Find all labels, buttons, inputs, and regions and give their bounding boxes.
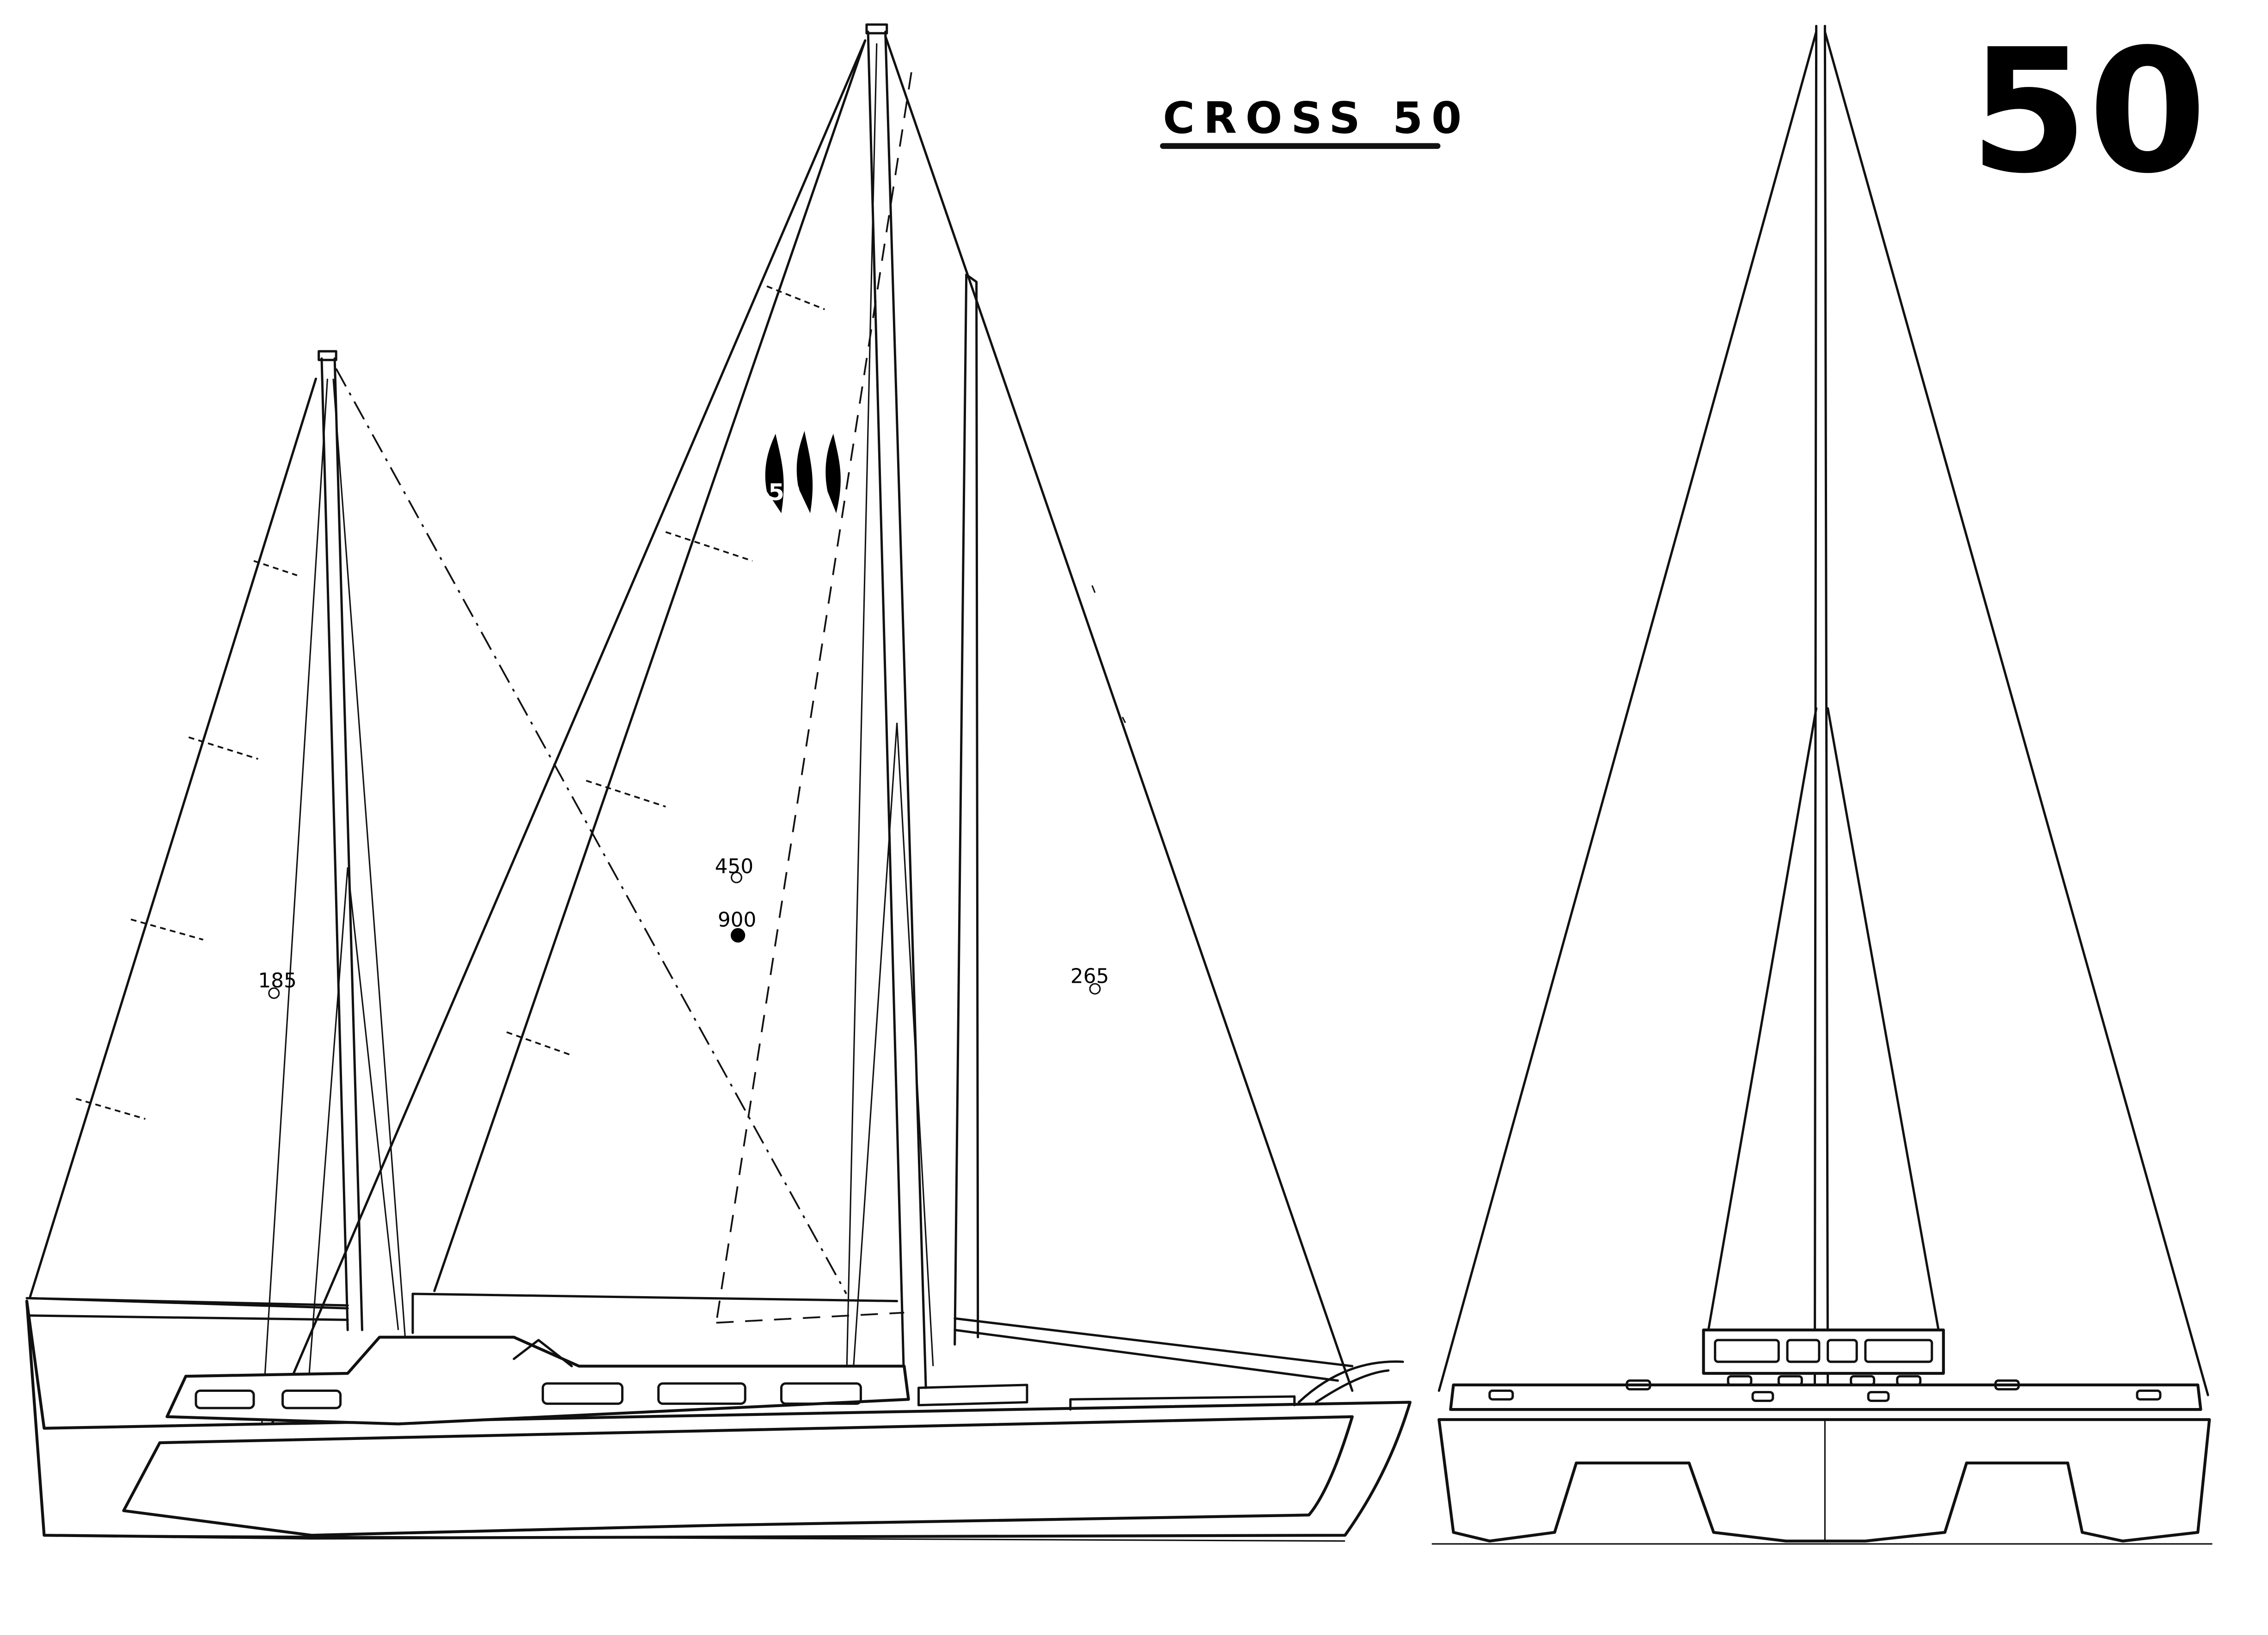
- main-centroid: [1089, 983, 1101, 995]
- side-view: 50 185 450 900 265: [25, 23, 1412, 1542]
- genoa-luff: [433, 39, 867, 1292]
- mainsail-leech: [954, 273, 968, 1346]
- hatch: [513, 1339, 573, 1367]
- mainsail-leech-inner: [965, 273, 979, 1339]
- genoa-battens: [506, 285, 825, 1056]
- float-hull: [122, 1415, 1354, 1537]
- cockpit: [917, 1384, 1028, 1407]
- svg-text:50: 50: [768, 479, 801, 506]
- foredeck-hatch: [1069, 1395, 1296, 1411]
- genoa-foot: [716, 1311, 905, 1324]
- corner-number: 50: [1969, 12, 2207, 211]
- mizzen-masthead: [318, 350, 337, 361]
- mizzen-boom: [25, 1297, 349, 1307]
- mizzen-mast: [320, 357, 364, 1331]
- drifter-centroid: [730, 928, 746, 943]
- mizzen-staysail-stay: [335, 368, 847, 1294]
- side-windows: [195, 1382, 862, 1409]
- mizzen-centroid: [268, 987, 280, 999]
- main-area-label: 265: [1070, 965, 1109, 988]
- genoa-area-label: 450: [715, 855, 754, 878]
- genoa-centroid: [730, 871, 742, 883]
- front-cabin: [1702, 1329, 1945, 1375]
- bridge-deck: [1449, 1383, 2202, 1411]
- cabin-rail: [411, 1292, 899, 1334]
- front-shrouds: [1437, 31, 2209, 1396]
- front-view: [1431, 24, 2213, 1545]
- bow-pulpit: [1297, 1360, 1404, 1404]
- mizzen-boom-lower: [28, 1314, 349, 1321]
- cabin-trunk: [165, 1335, 910, 1426]
- front-cabin-windows: [1714, 1339, 1933, 1363]
- front-inner-shrouds: [1705, 707, 1942, 1343]
- main-mast: [867, 31, 927, 1389]
- main-boom: [954, 1317, 1354, 1382]
- sail-logo: 50: [765, 430, 841, 514]
- mizzen-shrouds: [260, 379, 414, 1439]
- drawing-title: CROSS 50: [1163, 93, 1470, 144]
- backstay: [884, 35, 1354, 1392]
- waterline: [44, 1534, 1345, 1542]
- main-masthead: [865, 23, 888, 35]
- mizzen-sail: [28, 377, 349, 1310]
- main-shrouds: [845, 43, 934, 1388]
- mizzen-battens: [75, 560, 298, 1120]
- main-leech-marks: [1091, 585, 1126, 723]
- genoa-leech: [715, 72, 912, 1323]
- forestay: [263, 39, 867, 1444]
- drifter-area-label: 900: [718, 908, 757, 932]
- front-portholes: [1488, 1375, 2162, 1402]
